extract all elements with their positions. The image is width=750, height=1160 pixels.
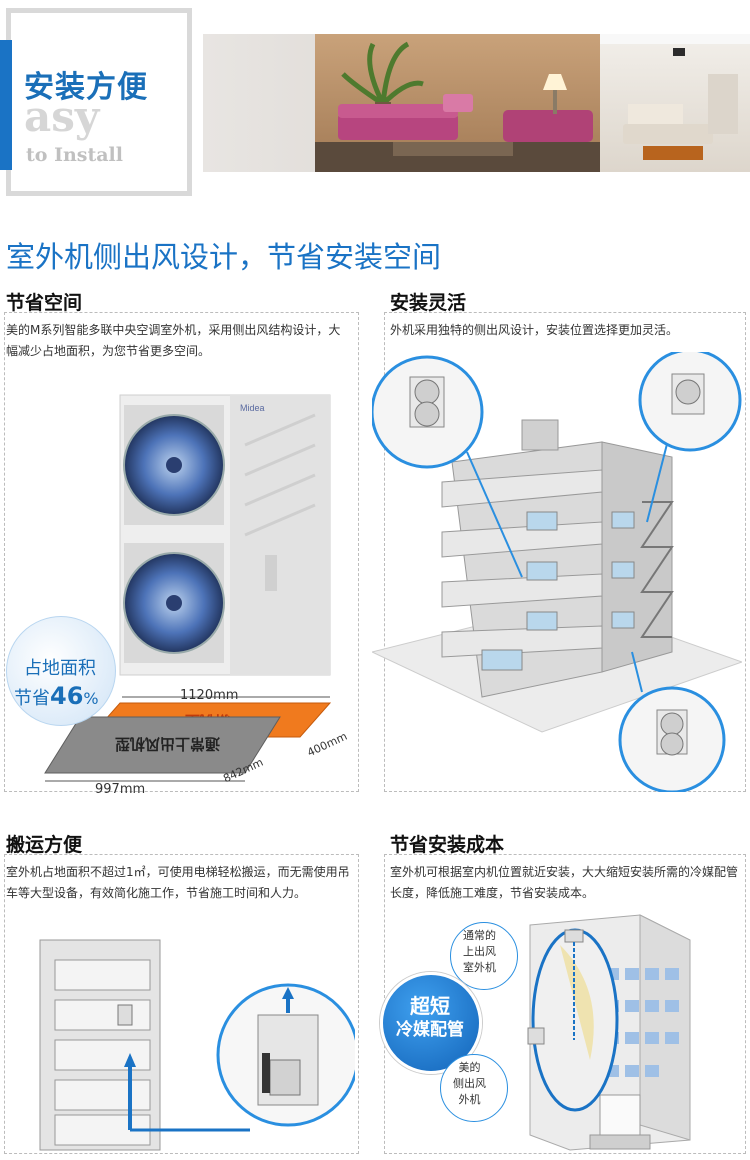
outdoor-unit-illustration: Midea 新机型 通常上出风机型 (40, 385, 350, 790)
header-title: 安装方便 (24, 70, 148, 105)
section-title-flexible: 安装灵活 (390, 292, 467, 314)
callout-top-circle (450, 922, 518, 990)
desc-space: 美的M系列智能多联中央空调室外机，采用侧出风结构设计，大幅减少占地面积，为您节省… (6, 323, 341, 358)
header-subtitle-small: to Install (26, 144, 123, 166)
area-saving-badge (6, 616, 116, 726)
living-room-photo (203, 34, 750, 172)
badge-percent: 46 (50, 682, 84, 710)
dim-width-new: 1120mm (180, 688, 239, 703)
badge-line2: 节省46% (14, 682, 99, 710)
building-illustration (370, 348, 744, 794)
brand-logo-text: Midea (240, 403, 265, 413)
desc-flexible: 外机采用独特的侧出风设计，安装位置选择更加灵活。 (390, 323, 679, 337)
header-subtitle-large: asy (24, 92, 100, 141)
short-pipe-text: 超短 冷媒配管 (388, 994, 472, 1042)
section-title-cost: 节省安装成本 (390, 834, 505, 856)
panel-transport (4, 854, 359, 1154)
callout-top-line1: 通常的 (463, 929, 496, 942)
panel-space (4, 312, 359, 792)
desc-cost: 室外机可根据室内机位置就近安装，大大缩短安装所需的冷媒配管长度，降低施工难度，节… (390, 865, 739, 900)
section-title-transport: 搬运方便 (6, 834, 83, 856)
callout-top-text: 通常的 上出风 室外机 (463, 928, 496, 976)
short-pipe-line2: 冷媒配管 (396, 1020, 464, 1040)
badge-prefix: 节省 (14, 688, 50, 709)
dim-width-old: 997mm (95, 782, 146, 797)
badge-percent-sign: % (83, 689, 99, 708)
section-title-space: 节省空间 (6, 292, 83, 314)
callout-bottom-text: 美的 侧出风 外机 (453, 1060, 486, 1108)
callout-bottom-line3: 外机 (458, 1093, 481, 1106)
main-heading: 室外机侧出风设计，节省安装空间 (6, 240, 442, 274)
callout-bottom-line1: 美的 (458, 1061, 481, 1074)
desc-transport: 室外机占地面积不超过1㎡，可使用电梯轻松搬运，而无需使用吊车等大型设备，有效简化… (6, 865, 350, 900)
callout-bottom-circle (440, 1054, 508, 1122)
callout-top-line2: 上出风 (463, 945, 496, 958)
elevator-illustration (30, 935, 360, 1155)
footprint-old-label: 通常上出风机型 (115, 735, 220, 753)
callout-bottom-line2: 侧出风 (453, 1077, 486, 1090)
short-pipe-line1: 超短 (410, 994, 450, 1018)
callout-top-line3: 室外机 (463, 961, 496, 974)
badge-line1: 占地面积 (24, 658, 96, 679)
pipe-building-illustration (440, 910, 740, 1155)
header-accent-bar (0, 40, 12, 170)
panel-flexible (384, 312, 746, 792)
